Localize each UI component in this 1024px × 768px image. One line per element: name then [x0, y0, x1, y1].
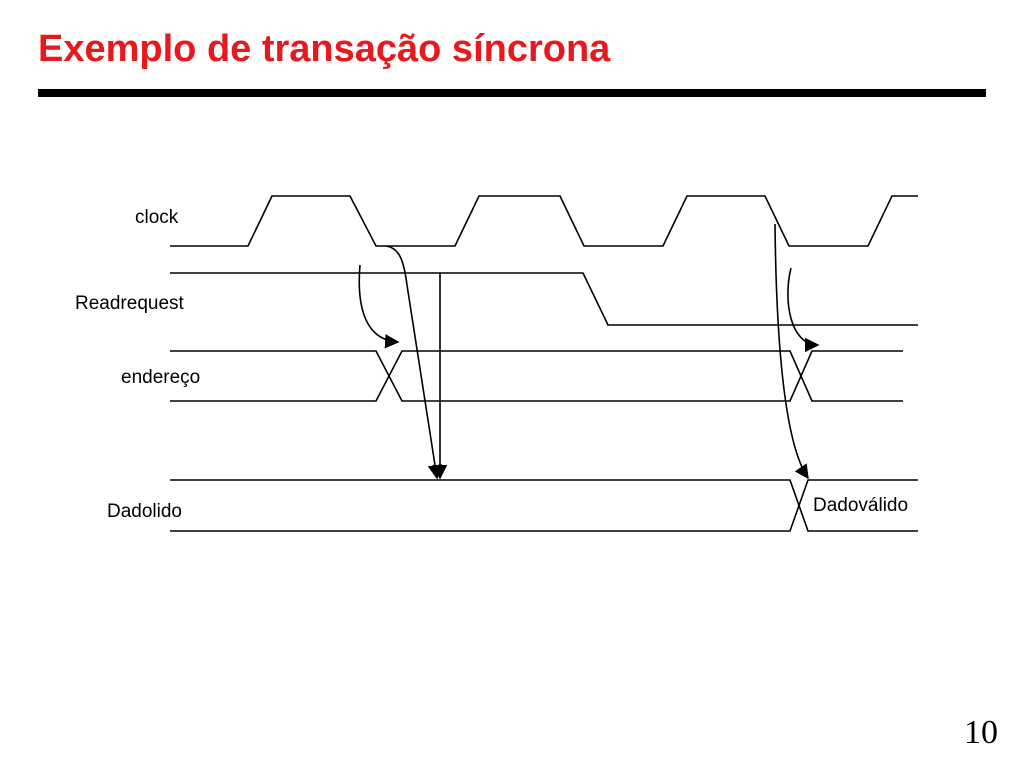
clock-label: clock: [135, 207, 179, 228]
address-label: endereço: [121, 367, 200, 388]
clock-to-address-arrow: [358, 264, 400, 349]
clock-to-data-valid-arrow: [774, 223, 809, 480]
data-valid-label: Dadoválido: [813, 495, 908, 516]
readrequest-label: Readrequest: [75, 293, 185, 314]
data-label: Dadolido: [107, 501, 182, 522]
title-rule: [38, 89, 986, 97]
data-waveform: [170, 479, 918, 532]
readrequest-to-address-arrow: [787, 267, 820, 353]
address-waveform: [170, 350, 903, 402]
page-number: 10: [964, 714, 998, 751]
clock-to-data-arrow: [385, 245, 443, 480]
clock-waveform: [170, 195, 918, 247]
slide-title: Exemplo de transação síncrona: [38, 28, 611, 70]
readrequest-waveform: [170, 272, 918, 326]
